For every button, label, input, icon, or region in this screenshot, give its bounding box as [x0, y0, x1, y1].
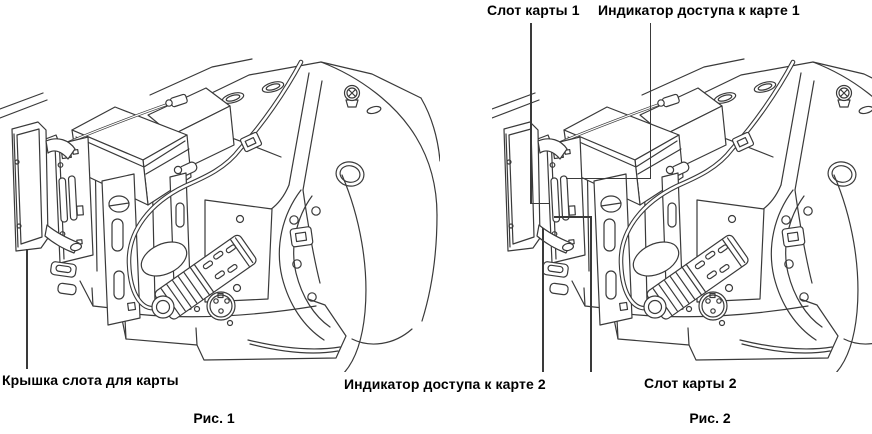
figure-1-camera-illustration: [0, 57, 440, 372]
leader-line-card-slot-1-vertical: [530, 23, 532, 204]
leader-line-card-2-access-indicator-vertical: [542, 228, 544, 372]
leader-line-card-slot-cover: [26, 249, 28, 369]
label-card-1-access-indicator: Индикатор доступа к карте 1: [598, 2, 800, 18]
leader-line-card-slot-2-vertical: [590, 216, 592, 372]
leader-line-card-slot-2-horizontal: [554, 216, 592, 218]
leader-line-card-1-access-indicator-horizontal: [566, 177, 651, 179]
figure-2-camera-illustration: [492, 57, 872, 372]
figure-2-caption: Рис. 2: [689, 410, 731, 426]
figure-1-caption: Рис. 1: [193, 410, 235, 426]
leader-line-card-slot-1-horizontal: [530, 202, 549, 204]
label-card-2-access-indicator: Индикатор доступа к карте 2: [344, 376, 546, 392]
label-card-slot-2: Слот карты 2: [644, 375, 737, 391]
leader-line-card-1-access-indicator-vertical: [649, 23, 651, 179]
label-card-slot-1: Слот карты 1: [487, 2, 580, 18]
label-card-slot-cover: Крышка слота для карты: [2, 372, 179, 388]
